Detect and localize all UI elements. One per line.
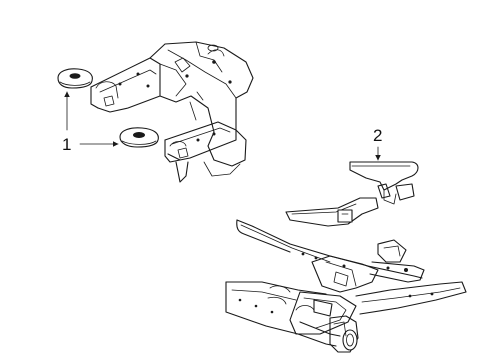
lower-frame (225, 219, 467, 353)
insulator-lower (119, 127, 159, 148)
insulator-upper (57, 68, 93, 89)
callout-1-leaders (64, 91, 119, 147)
crossmember-bracket (285, 161, 419, 227)
front-frame-section (90, 41, 254, 183)
callout-1-label: 1 (62, 135, 72, 154)
callout-2-label: 2 (373, 126, 383, 145)
